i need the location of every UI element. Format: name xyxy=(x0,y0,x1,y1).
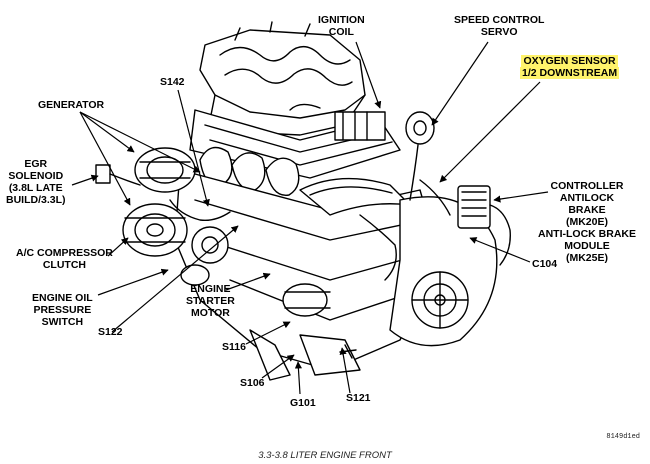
label-s142: S142 xyxy=(160,76,185,88)
label-controller-antilock-brake: CONTROLLER ANTILOCK BRAKE (MK20E) ANTI-L… xyxy=(538,180,636,264)
label-ac-compressor-clutch: A/C COMPRESSOR CLUTCH xyxy=(16,247,113,271)
figure-code: 8149d1ed xyxy=(606,433,640,441)
label-c104: C104 xyxy=(532,258,558,270)
label-s116: S116 xyxy=(222,341,246,353)
label-oxygen-sensor: OXYGEN SENSOR 1/2 DOWNSTREAM xyxy=(520,55,620,79)
label-s106: S106 xyxy=(240,377,265,389)
label-s121: S121 xyxy=(346,392,371,404)
label-engine-oil-pressure-switch: ENGINE OIL PRESSURE SWITCH xyxy=(32,292,93,328)
label-g101: G101 xyxy=(290,397,316,409)
engine-illustration xyxy=(95,21,511,381)
leader-lines xyxy=(71,41,549,395)
label-generator: GENERATOR xyxy=(38,99,105,111)
label-speed-control-servo: SPEED CONTROL SERVO xyxy=(454,14,545,38)
label-engine-starter-motor: ENGINE STARTER MOTOR xyxy=(186,283,235,319)
label-egr-solenoid: EGR SOLENOID (3.8L LATE BUILD/3.3L) xyxy=(6,158,66,206)
label-s122: S122 xyxy=(98,326,123,338)
label-ignition-coil: IGNITION COIL xyxy=(318,14,365,38)
figure-caption: 3.3-3.8 LITER ENGINE FRONT xyxy=(258,450,392,461)
